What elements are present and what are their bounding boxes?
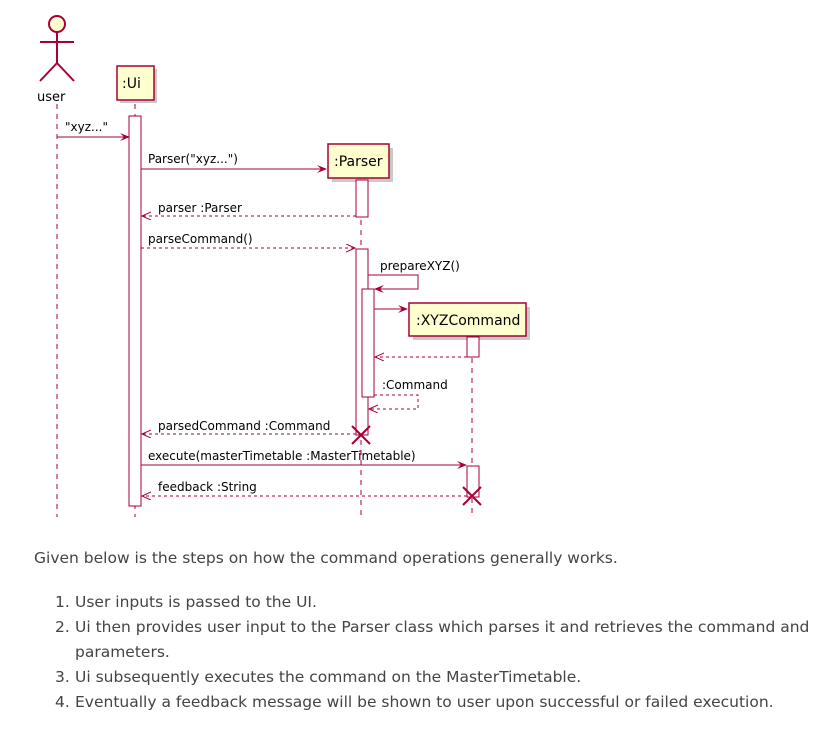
message-label-4: parseCommand() (148, 232, 253, 246)
ui-participant-box (116, 65, 155, 101)
step-number-4: 4. (55, 693, 70, 711)
xyz-command-activation-bar-1 (466, 336, 480, 358)
step-item-3: 3. Ui subsequently executes the command o… (55, 665, 815, 690)
message-arrow-6 (369, 394, 419, 409)
parser-destroy-icon (351, 425, 371, 445)
xyz-command-participant-box (408, 302, 527, 337)
step-text-3: Ui subsequently executes the command on … (75, 668, 582, 686)
message-label-5: prepareXYZ() (380, 259, 460, 273)
parser-activation-bar-nested (361, 288, 375, 398)
message-label-9: feedback :String (158, 480, 257, 494)
intro-paragraph: Given below is the steps on how the comm… (34, 549, 618, 567)
xyz-command-participant-label: :XYZCommand (416, 313, 520, 329)
user-actor-label: user (37, 90, 66, 105)
step-item-2: 2. Ui then provides user input to the Par… (55, 615, 815, 665)
message-label-7: parsedCommand :Command (158, 419, 330, 433)
message-label-6: :Command (382, 378, 448, 392)
message-label-8: execute(masterTimetable :MasterTimetable… (148, 449, 416, 463)
sequence-diagram: user :Ui "xyz..." Parser("xyz...") :Pars… (37, 15, 530, 517)
step-text-1: User inputs is passed to the UI. (75, 593, 317, 611)
step-number-1: 1. (55, 593, 70, 611)
step-text-4: Eventually a feedback message will be sh… (75, 693, 774, 711)
ui-activation-bar (128, 115, 142, 507)
user-actor-icon (39, 15, 75, 82)
parser-activation-bar-1 (355, 179, 369, 218)
steps-list: 1. User inputs is passed to the UI. 2. Ui … (55, 590, 815, 715)
step-number-3: 3. (55, 668, 70, 686)
step-text-2: Ui then provides user input to the Parse… (75, 618, 810, 661)
message-label-3: parser :Parser (158, 201, 242, 215)
step-item-1: 1. User inputs is passed to the UI. (55, 590, 815, 615)
parser-participant-box (327, 143, 390, 179)
step-number-2: 2. (55, 618, 70, 636)
ui-participant-label: :Ui (122, 76, 141, 92)
parser-participant-label: :Parser (334, 154, 383, 170)
xyz-command-destroy-icon (462, 486, 482, 506)
message-label-1: "xyz..." (65, 120, 108, 134)
message-arrow-5 (368, 274, 419, 293)
step-item-4: 4. Eventually a feedback message will be … (55, 690, 815, 715)
message-label-2: Parser("xyz...") (148, 152, 238, 166)
